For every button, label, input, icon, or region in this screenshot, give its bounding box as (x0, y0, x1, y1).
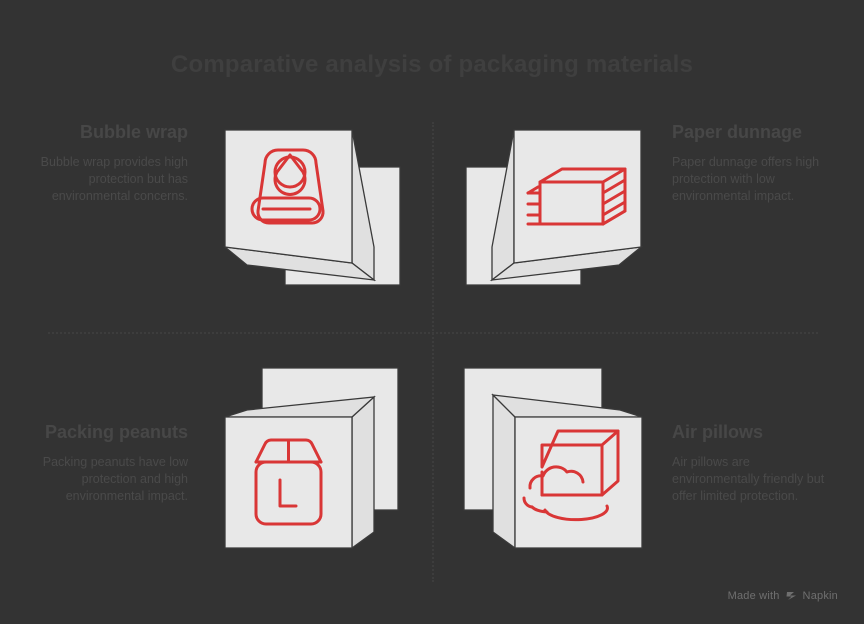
quadrant-body-air-pillows: Air pillows are environmentally friendly… (672, 455, 825, 503)
quadrant-text-packing-peanuts: Packing peanuts Packing peanuts have low… (28, 420, 188, 505)
quadrant-text-paper-dunnage: Paper dunnage Paper dunnage offers high … (672, 120, 832, 205)
napkin-watermark: Made with Napkin (728, 589, 838, 602)
vertical-divider (432, 122, 434, 582)
box-with-air-pillow-icon (522, 429, 620, 522)
illustration-packing-peanuts (222, 362, 412, 557)
paper-stack-icon (526, 167, 627, 226)
horizontal-divider (48, 332, 818, 334)
watermark-brand-label: Napkin (802, 589, 838, 602)
quadrant-heading-packing-peanuts: Packing peanuts (44, 422, 188, 442)
quadrant-heading-bubble-wrap: Bubble wrap (79, 122, 188, 142)
illustration-air-pillows (462, 362, 652, 557)
quadrant-heading-paper-dunnage: Paper dunnage (672, 122, 803, 142)
card-front-panel (514, 416, 643, 549)
bubble-wrap-roll-icon (250, 148, 325, 225)
quadrant-text-bubble-wrap: Bubble wrap Bubble wrap provides high pr… (28, 120, 188, 205)
card-spine (351, 395, 375, 550)
card-spine (492, 393, 516, 550)
card-front-panel (224, 416, 353, 549)
card-front-panel (513, 129, 642, 264)
quadrant-body-bubble-wrap: Bubble wrap provides high protection but… (40, 155, 188, 203)
cardboard-box-icon (254, 438, 323, 526)
quadrant-body-packing-peanuts: Packing peanuts have low protection and … (42, 455, 188, 503)
watermark-made-with-label: Made with (727, 589, 780, 602)
quadrant-heading-air-pillows: Air pillows (672, 422, 764, 442)
napkin-chevron-logo (786, 592, 796, 600)
quadrant-text-air-pillows: Air pillows Air pillows are environmenta… (672, 420, 832, 505)
illustration-bubble-wrap (222, 120, 412, 315)
quadrant-body-paper-dunnage: Paper dunnage offers high protection wit… (672, 155, 820, 203)
page-title: Comparative analysis of packaging materi… (170, 51, 694, 78)
illustration-paper-dunnage (462, 120, 652, 315)
